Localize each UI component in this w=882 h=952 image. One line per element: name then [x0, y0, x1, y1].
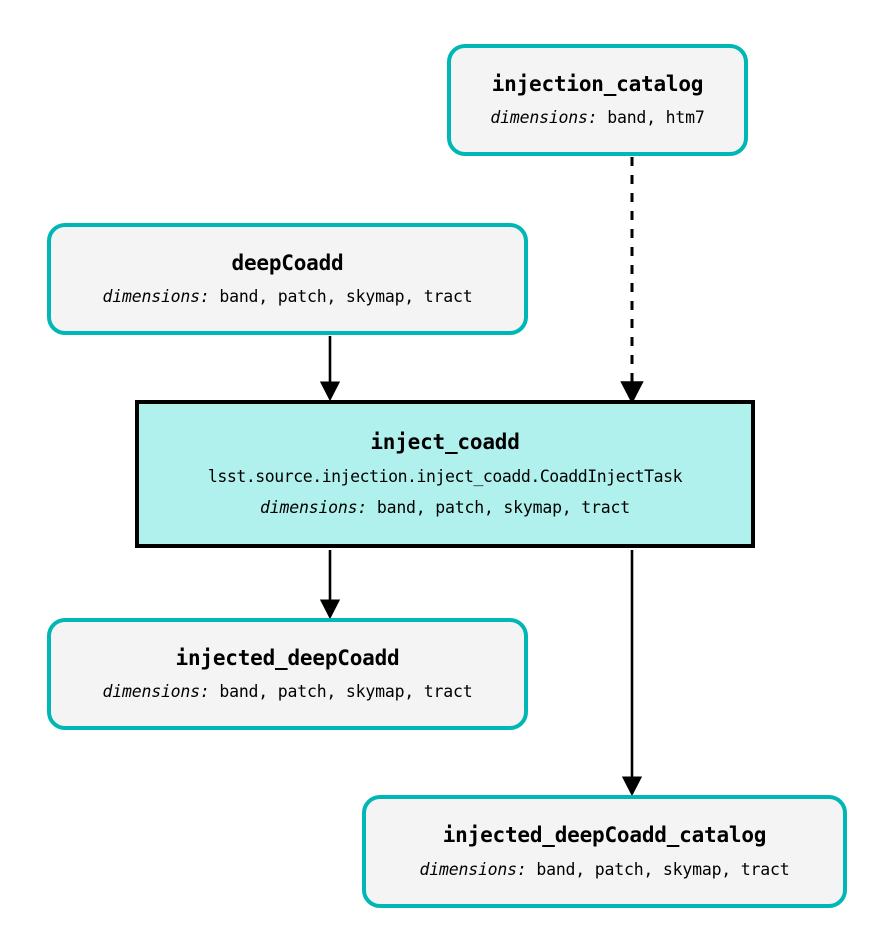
dimensions-values: band, htm7 — [607, 108, 705, 128]
node-title: injected_deepCoadd — [175, 645, 400, 670]
dimensions-label: dimensions: — [102, 682, 210, 702]
node-class-path: lsst.source.injection.inject_coadd.Coadd… — [207, 466, 683, 486]
dimensions-label: dimensions: — [419, 859, 527, 879]
dimensions-label: dimensions: — [490, 108, 598, 128]
node-dimensions: dimensions: band, patch, skymap, tract — [102, 682, 473, 702]
dimensions-values: band, patch, skymap, tract — [219, 287, 473, 307]
node-injection-catalog[interactable]: injection_catalog dimensions: band, htm7 — [447, 44, 748, 156]
node-title: inject_coadd — [370, 430, 520, 455]
dimensions-values: band, patch, skymap, tract — [219, 682, 473, 702]
node-dimensions: dimensions: band, patch, skymap, tract — [419, 859, 790, 880]
node-dimensions: dimensions: band, patch, skymap, tract — [260, 497, 630, 518]
node-dimensions: dimensions: band, patch, skymap, tract — [102, 287, 473, 307]
node-title: deepCoadd — [231, 250, 344, 275]
node-inject-coadd[interactable]: inject_coadd lsst.source.injection.injec… — [135, 400, 755, 548]
dimensions-values: band, patch, skymap, tract — [536, 859, 790, 879]
node-injected-deepcoadd-catalog[interactable]: injected_deepCoadd_catalog dimensions: b… — [362, 795, 847, 908]
node-title: injected_deepCoadd_catalog — [442, 823, 767, 848]
dimensions-label: dimensions: — [260, 497, 368, 517]
dimensions-label: dimensions: — [102, 287, 210, 307]
node-injected-deepcoadd[interactable]: injected_deepCoadd dimensions: band, pat… — [47, 618, 528, 730]
node-dimensions: dimensions: band, htm7 — [490, 108, 705, 128]
node-deepcoadd[interactable]: deepCoadd dimensions: band, patch, skyma… — [47, 223, 528, 335]
dimensions-values: band, patch, skymap, tract — [376, 497, 630, 517]
node-title: injection_catalog — [491, 71, 704, 96]
